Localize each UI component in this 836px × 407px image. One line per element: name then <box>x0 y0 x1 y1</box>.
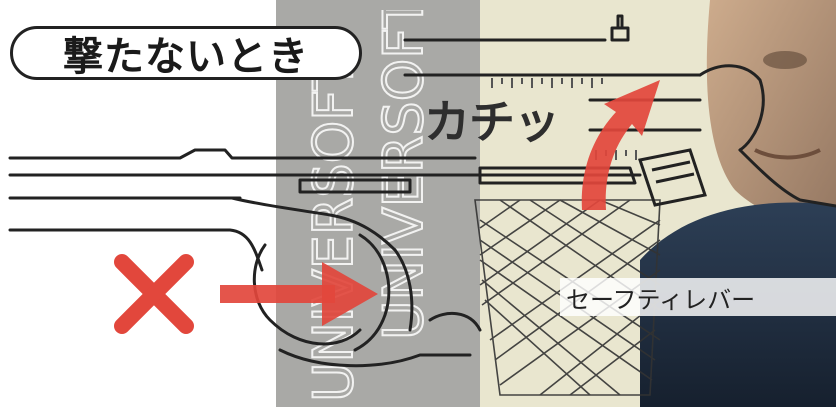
safety-lever-label: セーフティレバー <box>560 278 836 316</box>
person-photo <box>640 0 836 407</box>
click-sound-text: カチッ <box>424 95 560 149</box>
watermark-text-1: UNIVERSOFT <box>302 57 365 402</box>
right-arrow-icon <box>220 262 378 326</box>
cross-mark-icon <box>114 254 194 334</box>
no-fire-title: 撃たないとき <box>10 26 362 80</box>
curved-up-arrow-icon <box>581 80 660 210</box>
